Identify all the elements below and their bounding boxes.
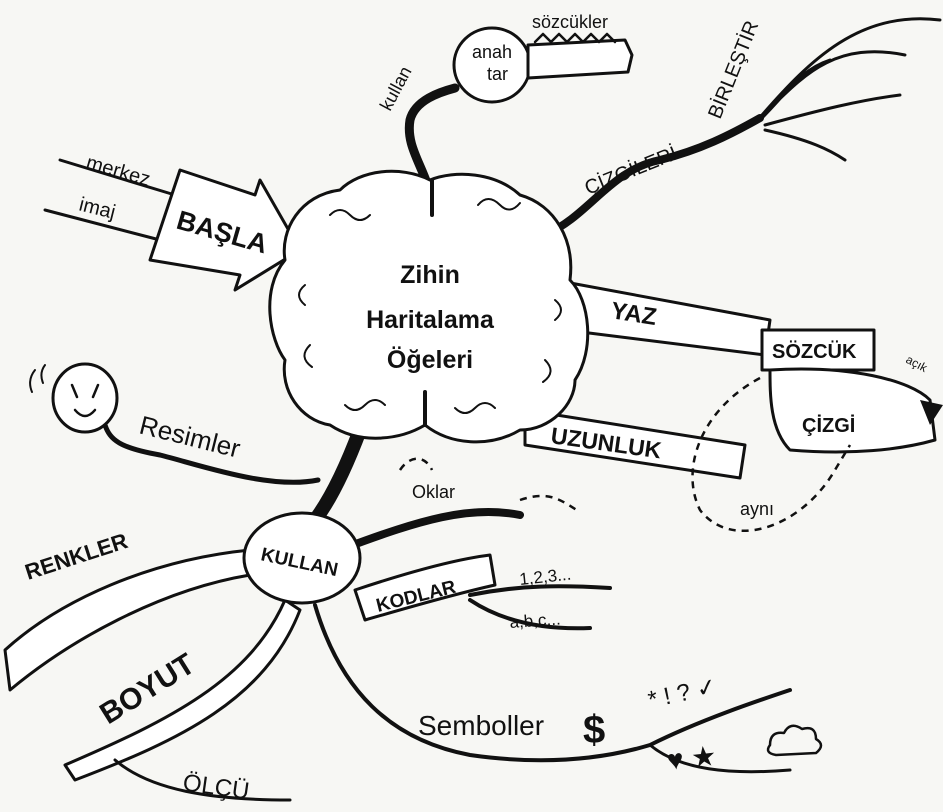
label-cizgi: ÇİZGİ xyxy=(802,414,855,437)
cloud-icon xyxy=(768,726,821,755)
label-dollar: $ xyxy=(583,708,605,752)
label-oklar: Oklar xyxy=(412,482,455,502)
center-title-line3: Öğeleri xyxy=(387,345,473,374)
branch-kodlar xyxy=(345,512,520,548)
label-ayni: aynı xyxy=(740,499,774,519)
label-semboller: Semboller xyxy=(418,710,544,741)
oklar-dashed-arrow xyxy=(400,459,432,470)
label-letters: a,b,c... xyxy=(509,609,561,632)
label-renkler: RENKLER xyxy=(22,528,131,585)
center-title-line2: Haritalama xyxy=(366,306,495,334)
label-birlestir: BİRLEŞTİR xyxy=(703,17,763,121)
branch-cizgileri xyxy=(545,118,760,235)
label-cizgileri: ÇİZGİLERİ xyxy=(581,142,680,200)
label-acik: açık xyxy=(904,352,931,375)
branch-trunk xyxy=(315,430,360,520)
label-tar: tar xyxy=(487,64,508,84)
label-anah: anah xyxy=(472,42,512,62)
label-symbols-top: * ! ? ✓ xyxy=(646,673,720,714)
center-title-line1: Zihin xyxy=(400,261,460,289)
oklar-dashed-arrow-2 xyxy=(520,496,580,512)
label-olcu: ÖLÇÜ xyxy=(181,769,251,805)
resimler-head-icon xyxy=(53,364,117,432)
key-blade xyxy=(528,40,632,78)
cizgi-shape xyxy=(770,369,935,452)
label-sozcuk: SÖZCÜK xyxy=(772,340,857,363)
branch-birlestir-fan xyxy=(760,19,940,160)
label-sozcukler: sözcükler xyxy=(532,12,608,32)
label-symbols-bottom: ♥ ★ xyxy=(665,740,717,776)
label-merkez: merkez xyxy=(84,152,153,191)
yaz-ribbon xyxy=(565,282,770,355)
resimler-motion-lines xyxy=(30,365,45,392)
label-kullan-top: kullan xyxy=(376,63,416,114)
